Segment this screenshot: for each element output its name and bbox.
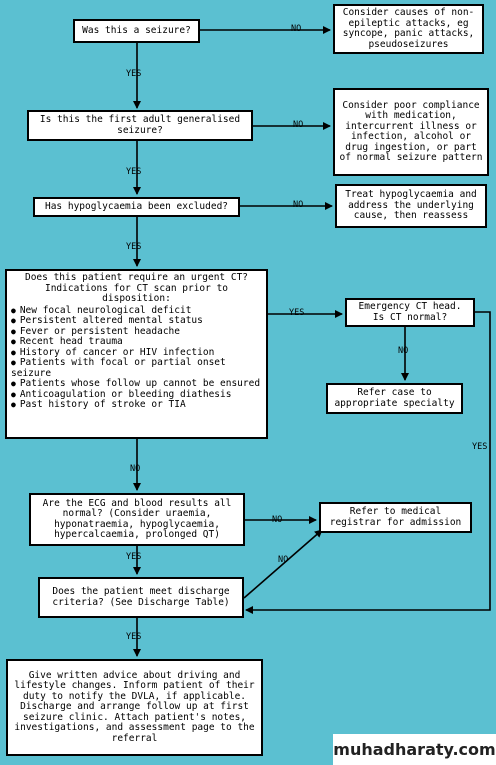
ct-indication-list: New focal neurological deficit Persisten…: [11, 305, 262, 411]
edge-label-q4-no: NO: [130, 464, 141, 474]
node-was-seizure-text: Was this a seizure?: [82, 24, 191, 36]
ct-indication-item: Anticoagulation or bleeding diathesis: [11, 389, 262, 401]
edge-label-q6-yes: YES: [126, 632, 142, 642]
node-poor-compliance-text: Consider poor compliance with medication…: [339, 99, 483, 163]
node-refer-medical-text: Refer to medical registrar for admission: [329, 506, 462, 528]
node-treat-hypoglycaemia-text: Treat hypoglycaemia and address the unde…: [345, 189, 477, 222]
ct-indication-item: New focal neurological deficit: [11, 305, 262, 317]
node-first-seizure-text: Is this the first adult generalised seiz…: [39, 114, 241, 136]
node-emergency-ct: Emergency CT head. Is CT normal?: [345, 298, 475, 327]
node-non-epileptic-causes-text: Consider causes of non-epileptic attacks…: [342, 7, 475, 50]
edge-label-ct-no: NO: [398, 346, 409, 356]
node-refer-specialty: Refer case to appropriate specialty: [326, 383, 463, 414]
node-urgent-ct-title: Does this patient require an urgent CT? …: [24, 272, 249, 304]
node-first-seizure: Is this the first adult generalised seiz…: [27, 110, 253, 141]
ct-indication-item: History of cancer or HIV infection: [11, 347, 262, 359]
ct-indication-item: Patients whose follow up cannot be ensur…: [11, 378, 262, 390]
ct-indication-item: Recent head trauma: [11, 336, 262, 348]
edge-label-q6-no: NO: [278, 555, 289, 565]
ct-indication-item: Patients with focal or partial onset sei…: [11, 357, 262, 379]
node-ecg-bloods-text: Are the ECG and blood results all normal…: [42, 497, 232, 540]
edge-label-q2-no: NO: [293, 120, 304, 130]
node-hypoglycaemia-excluded: Has hypoglycaemia been excluded?: [33, 197, 240, 217]
node-emergency-ct-text: Emergency CT head. Is CT normal?: [358, 301, 462, 323]
edge-label-q4-yes: YES: [289, 308, 305, 318]
node-was-seizure: Was this a seizure?: [73, 19, 200, 43]
node-refer-specialty-text: Refer case to appropriate specialty: [334, 387, 455, 409]
watermark: muhadharaty.com: [333, 734, 496, 765]
ct-indication-item: Past history of stroke or TIA: [11, 399, 262, 411]
node-discharge-advice-text: Give written advice about driving and li…: [14, 669, 255, 744]
ct-indication-item: Persistent altered mental status: [11, 315, 262, 327]
edge-label-q5-no: NO: [272, 515, 283, 525]
edge-label-q1-no: NO: [291, 24, 302, 34]
node-discharge-advice: Give written advice about driving and li…: [6, 659, 263, 756]
node-urgent-ct: Does this patient require an urgent CT? …: [5, 269, 268, 439]
node-non-epileptic-causes: Consider causes of non-epileptic attacks…: [333, 4, 484, 54]
node-poor-compliance: Consider poor compliance with medication…: [333, 88, 489, 176]
edge-label-q5-yes: YES: [126, 552, 142, 562]
edge-label-q2-yes: YES: [126, 167, 142, 177]
node-discharge-criteria-text: Does the patient meet discharge criteria…: [52, 586, 230, 608]
node-treat-hypoglycaemia: Treat hypoglycaemia and address the unde…: [335, 184, 487, 228]
node-discharge-criteria: Does the patient meet discharge criteria…: [38, 577, 244, 618]
node-ecg-bloods: Are the ECG and blood results all normal…: [29, 493, 245, 546]
ct-indication-item: Fever or persistent headache: [11, 326, 262, 338]
edge-label-q3-yes: YES: [126, 242, 142, 252]
node-hypoglycaemia-excluded-text: Has hypoglycaemia been excluded?: [44, 200, 229, 212]
edge-label-q3-no: NO: [293, 200, 304, 210]
node-refer-medical: Refer to medical registrar for admission: [319, 502, 472, 533]
edge-label-q1-yes: YES: [126, 69, 142, 79]
edge-label-ct-yes: YES: [472, 442, 488, 452]
